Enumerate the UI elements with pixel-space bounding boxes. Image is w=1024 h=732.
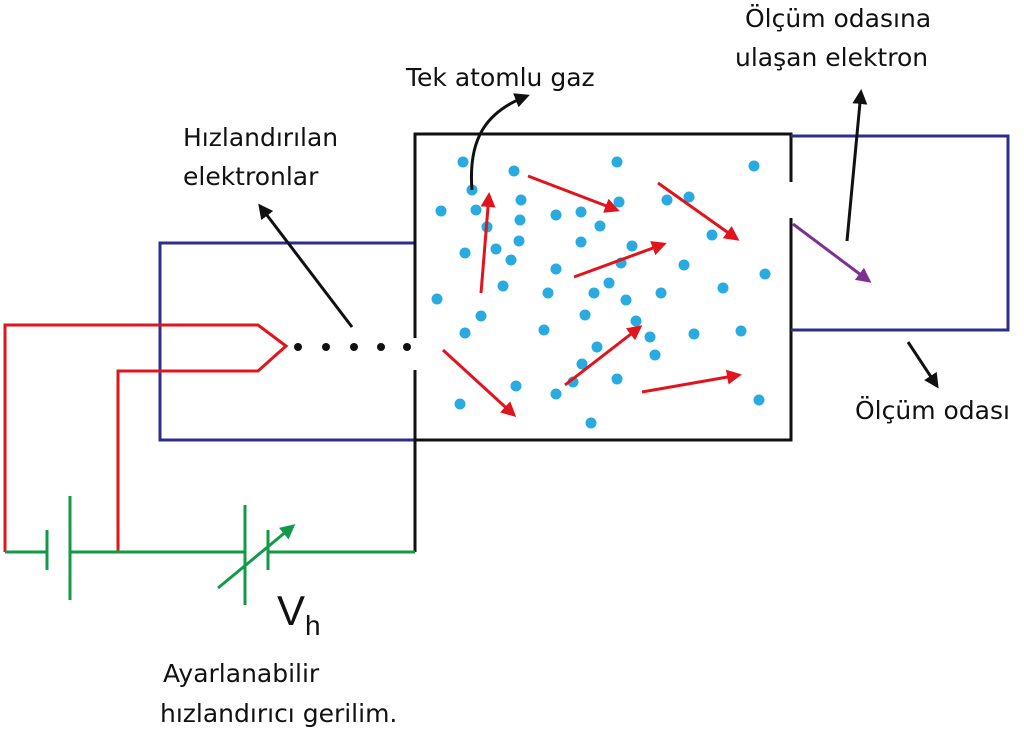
adjustable-voltage-line-2: hızlandırıcı gerilim.: [160, 699, 397, 728]
adjustable-voltage-line-1: Ayarlanabilir: [163, 659, 320, 688]
gas-atoms: [431, 156, 771, 429]
voltage-symbol-main: V: [277, 587, 305, 634]
accelerated-electrons-line-1: Hızlandırılan: [183, 123, 338, 152]
exit-electron-arrow: [792, 222, 872, 283]
electron-reaching-chamber-line-2: ulaşan elektron: [735, 43, 928, 72]
cathode-circuit: [3, 323, 289, 552]
electron-beam: [294, 343, 411, 351]
electron-reaching-chamber-line-1: Ölçüm odasına: [745, 4, 931, 33]
monatomic-gas-label: Tek atomlu gaz: [405, 63, 595, 92]
chamber-pointer-arrow: [906, 341, 939, 389]
electron-reaching-chamber-label: Ölçüm odasına ulaşan elektron: [735, 4, 939, 72]
gas-pointer-arrow: [469, 93, 530, 191]
measurement-chamber-outline: [791, 134, 1010, 332]
variable-voltage-arrow: [217, 524, 296, 590]
electrons-pointer-arrow: [258, 203, 354, 328]
exit-electron-pointer-arrow: [845, 89, 868, 242]
adjustable-voltage-label: Ayarlanabilir hızlandırıcı gerilim.: [160, 659, 397, 728]
electron-tube-outline: [158, 241, 415, 442]
voltage-symbol-subscript: h: [305, 610, 321, 641]
measurement-chamber-label: Ölçüm odası: [855, 396, 1010, 425]
accelerated-electrons-label: Hızlandırılan elektronlar: [183, 123, 346, 191]
battery-circuit: [5, 496, 415, 605]
voltage-symbol: Vh: [277, 587, 321, 641]
accelerated-electrons-line-2: elektronlar: [183, 162, 319, 191]
electron-paths: [441, 174, 742, 418]
gas-chamber: [413, 132, 793, 552]
